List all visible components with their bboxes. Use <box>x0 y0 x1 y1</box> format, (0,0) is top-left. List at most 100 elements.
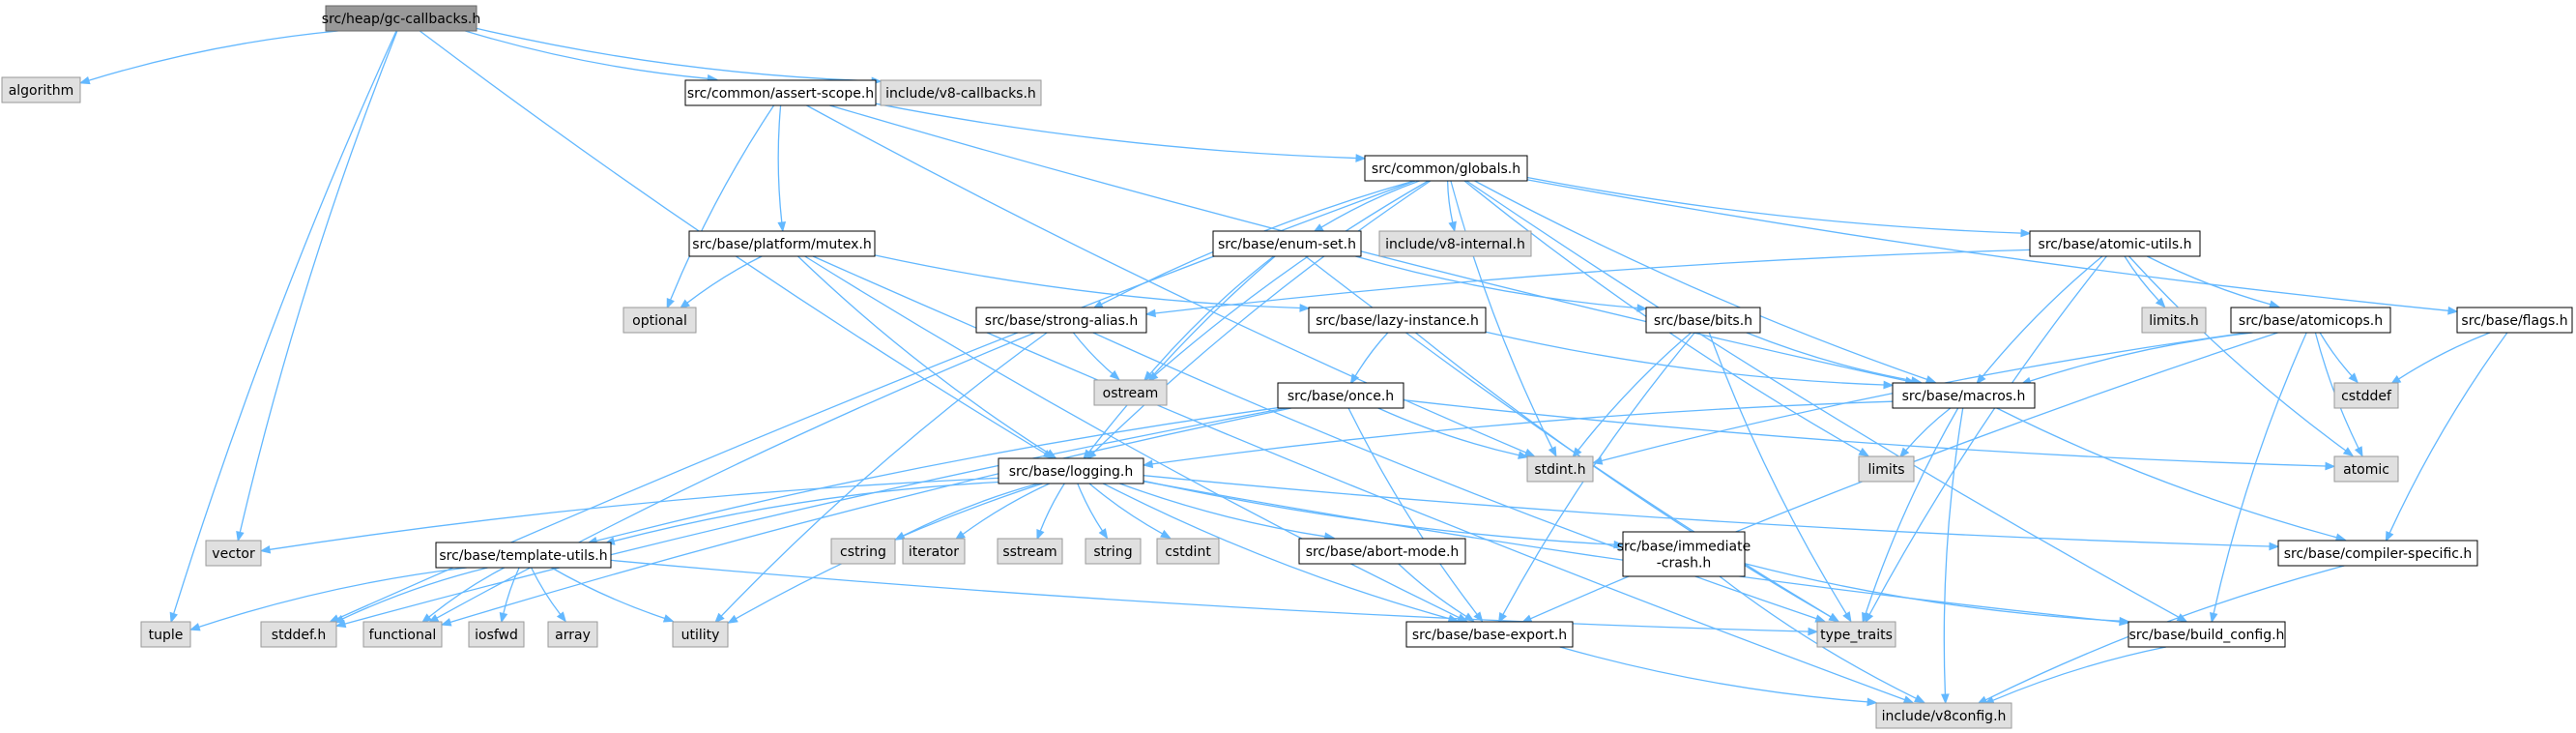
edge-line <box>1149 255 1275 375</box>
edge-line <box>610 559 1809 632</box>
node-box <box>205 540 262 567</box>
node-box <box>684 79 877 106</box>
node-box <box>1892 382 2036 409</box>
edge-line <box>1355 255 1638 309</box>
node-root[interactable]: src/heap/gc-callbacks.h <box>322 5 480 32</box>
node-template-utils[interactable]: src/base/template-utils.h <box>435 542 612 569</box>
node-box <box>325 5 478 32</box>
edge-arrowhead <box>1473 611 1484 623</box>
edge-macros-to-type_traits <box>1862 407 1959 624</box>
edge-macros-to-compiler_specific <box>1996 407 2347 542</box>
node-label: atomic <box>2343 462 2389 478</box>
node-atomic-utils[interactable]: src/base/atomic-utils.h <box>2029 230 2201 257</box>
edge-arrowhead <box>556 611 567 623</box>
node-strong-alias[interactable]: src/base/strong-alias.h <box>975 307 1147 334</box>
node-v8-callbacks: include/v8-callbacks.h <box>880 79 1042 106</box>
node-globals[interactable]: src/common/globals.h <box>1364 155 1528 182</box>
edge-line <box>1474 180 1927 381</box>
node-box <box>1308 307 1487 334</box>
edge-line <box>1559 646 1868 703</box>
node-macros[interactable]: src/base/macros.h <box>1892 382 2036 409</box>
node-build-config[interactable]: src/base/build_config.h <box>2127 621 2286 648</box>
edge-macros-to-logging <box>1142 400 1894 469</box>
node-label: src/base/strong-alias.h <box>985 313 1138 329</box>
edge-line <box>1465 180 2180 618</box>
edge-line <box>198 567 467 629</box>
node-flags[interactable]: src/base/flags.h <box>2456 307 2573 334</box>
edge-arrowhead <box>1572 447 1582 458</box>
edge-arrowhead <box>1355 154 1367 162</box>
edge-once-to-atomic <box>1403 399 2336 471</box>
edge-globals-to-atomic_utils <box>1526 176 2032 238</box>
edge-arrowhead <box>1914 694 1925 703</box>
node-box <box>1212 230 1362 257</box>
node-iosfwd: iosfwd <box>468 621 525 648</box>
node-bits[interactable]: src/base/bits.h <box>1645 307 1761 334</box>
node-once[interactable]: src/base/once.h <box>1277 382 1404 409</box>
node-box <box>1364 155 1528 182</box>
node-abort-mode[interactable]: src/base/abort-mode.h <box>1298 538 1466 565</box>
node-label: -crash.h <box>1657 556 1712 572</box>
edge-atomic_utils-to-macros <box>1976 255 2103 385</box>
edge-line <box>1708 332 1847 615</box>
node-box <box>622 307 697 334</box>
edge-immediate_crash-to-v8config <box>1719 575 1925 703</box>
edge-assert_scope-to-mutex <box>777 104 787 233</box>
node-enum-set[interactable]: src/base/enum-set.h <box>1212 230 1362 257</box>
edge-line <box>2029 332 2253 382</box>
edge-logging-to-vector <box>259 477 999 554</box>
edge-root-to-assert_scope <box>465 30 718 83</box>
edge-line <box>804 255 1460 619</box>
node-compiler-specific[interactable]: src/base/compiler-specific.h <box>2277 540 2478 567</box>
node-lazy-instance[interactable]: src/base/lazy-instance.h <box>1308 307 1487 334</box>
node-functional: functional <box>362 621 443 648</box>
edge-arrowhead <box>1463 612 1475 623</box>
node-tuple: tuple <box>140 621 191 648</box>
edge-once-to-functional <box>440 407 1292 627</box>
node-logging[interactable]: src/base/logging.h <box>998 457 1144 484</box>
node-box <box>1405 621 1574 648</box>
edge-arrowhead <box>2269 542 2280 551</box>
node-limits: limits <box>1858 455 1915 483</box>
edge-flags-to-compiler_specific <box>2385 332 2508 542</box>
edge-line <box>1398 563 1467 618</box>
edge-line <box>1526 176 2022 234</box>
edge-arrowhead <box>1883 380 1895 390</box>
node-label: cstdint <box>1165 544 1211 560</box>
edge-lazy_instance-to-once <box>1349 332 1389 385</box>
edge-arrowhead <box>1925 375 1937 384</box>
node-utility: utility <box>672 621 729 648</box>
node-label: vector <box>212 546 255 562</box>
node-box <box>547 621 598 648</box>
edge-arrowhead <box>1976 373 1986 385</box>
edge-atomic_utils-to-limits_h <box>2124 255 2166 308</box>
node-label: src/base/lazy-instance.h <box>1316 313 1479 329</box>
edge-lazy_instance-to-macros <box>1485 331 1895 390</box>
node-box <box>1526 455 1594 483</box>
node-label: iosfwd <box>475 628 518 643</box>
node-immediate-crash[interactable]: src/base/immediate-crash.h <box>1617 531 1751 577</box>
edge-line <box>1719 575 1917 699</box>
node-sstream: sstream <box>997 538 1063 565</box>
node-box <box>1 76 81 103</box>
node-box <box>2333 455 2399 483</box>
edge-line <box>344 407 1287 625</box>
edge-arrowhead <box>2325 461 2336 471</box>
edge-arrowhead <box>2209 612 2218 624</box>
edge-line <box>1039 483 1065 532</box>
node-cstring: cstring <box>830 538 896 565</box>
edge-root-to-tuple <box>169 30 397 624</box>
edge-line <box>551 567 666 620</box>
node-box <box>2127 621 2286 648</box>
node-mutex[interactable]: src/base/platform/mutex.h <box>688 230 876 257</box>
node-label: src/base/once.h <box>1288 389 1394 404</box>
node-assert-scope[interactable]: src/common/assert-scope.h <box>684 79 877 106</box>
node-v8config: include/v8config.h <box>1875 702 2012 729</box>
node-base-export[interactable]: src/base/base-export.h <box>1405 621 1574 648</box>
node-box <box>1858 455 1915 483</box>
edge-line <box>1347 407 1478 615</box>
node-atomicops[interactable]: src/base/atomicops.h <box>2230 307 2391 334</box>
node-label: src/base/compiler-specific.h <box>2284 546 2473 562</box>
edge-arrowhead <box>440 618 452 627</box>
